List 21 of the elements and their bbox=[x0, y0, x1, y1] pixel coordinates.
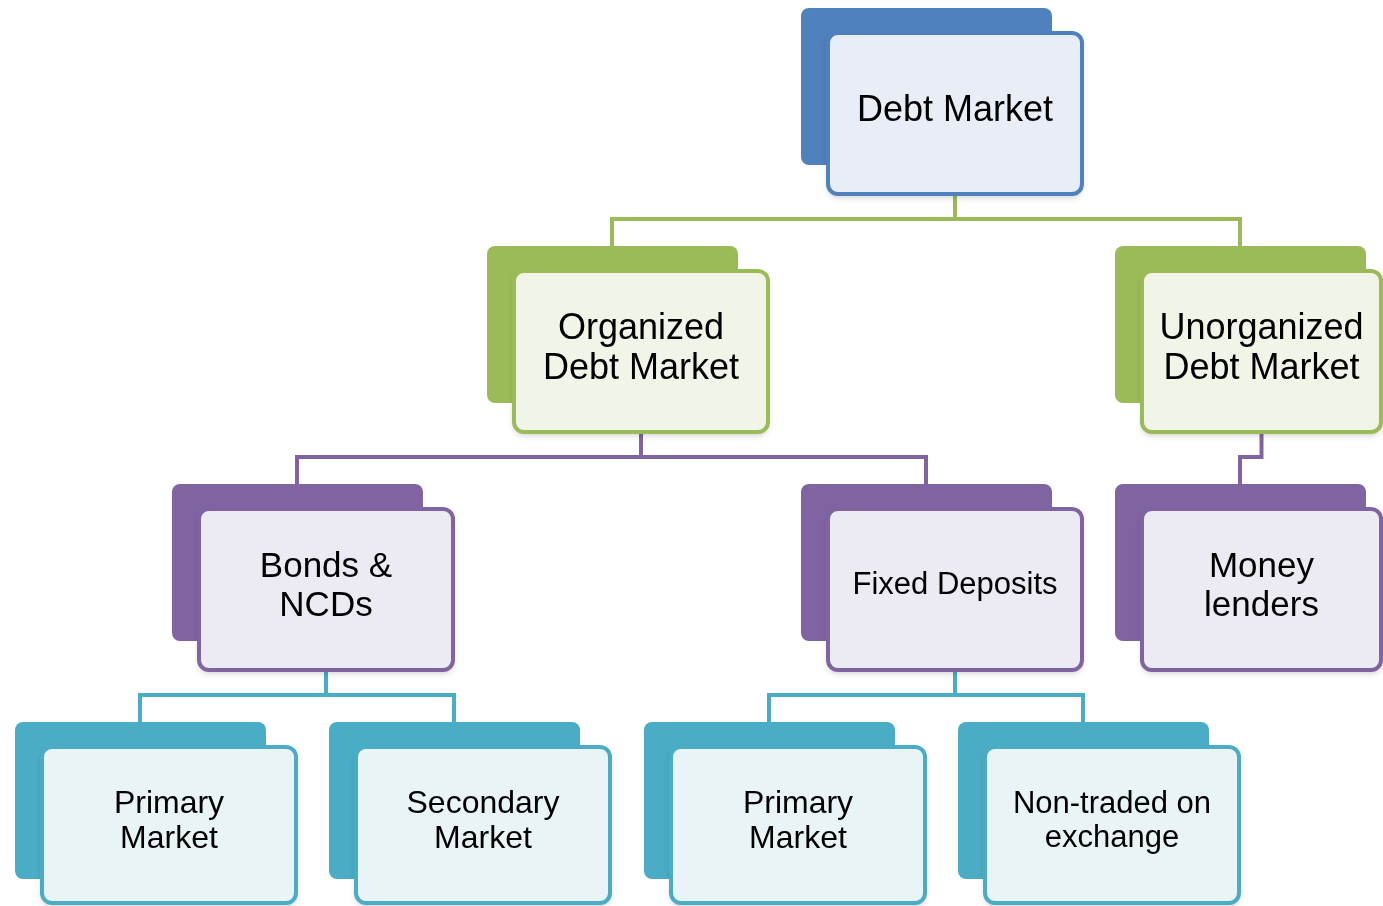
tree-node bbox=[329, 722, 612, 905]
tree-node bbox=[958, 722, 1241, 905]
node-label: Primary Market bbox=[112, 784, 226, 856]
node-label: Primary Market bbox=[741, 784, 855, 856]
tree-node bbox=[801, 8, 1084, 196]
node-label: Non-traded on exchange bbox=[1011, 785, 1213, 855]
tree-node bbox=[1115, 246, 1383, 434]
node-label: Secondary Market bbox=[405, 784, 561, 856]
node-label: Money lenders bbox=[1203, 546, 1320, 623]
tree-node bbox=[1115, 484, 1383, 672]
node-label: Unorganized Debt Market bbox=[1158, 306, 1365, 387]
connector-line bbox=[1238, 434, 1264, 484]
tree-node bbox=[15, 722, 298, 905]
tree-node bbox=[644, 722, 927, 905]
tree-node bbox=[487, 246, 770, 434]
tree-node bbox=[801, 484, 1084, 672]
node-label: Organized Debt Market bbox=[541, 306, 741, 387]
tree-node bbox=[172, 484, 455, 672]
node-label: Fixed Deposits bbox=[852, 567, 1058, 602]
node-label: Bonds & NCDs bbox=[258, 546, 394, 623]
node-label: Debt Market bbox=[856, 88, 1054, 129]
